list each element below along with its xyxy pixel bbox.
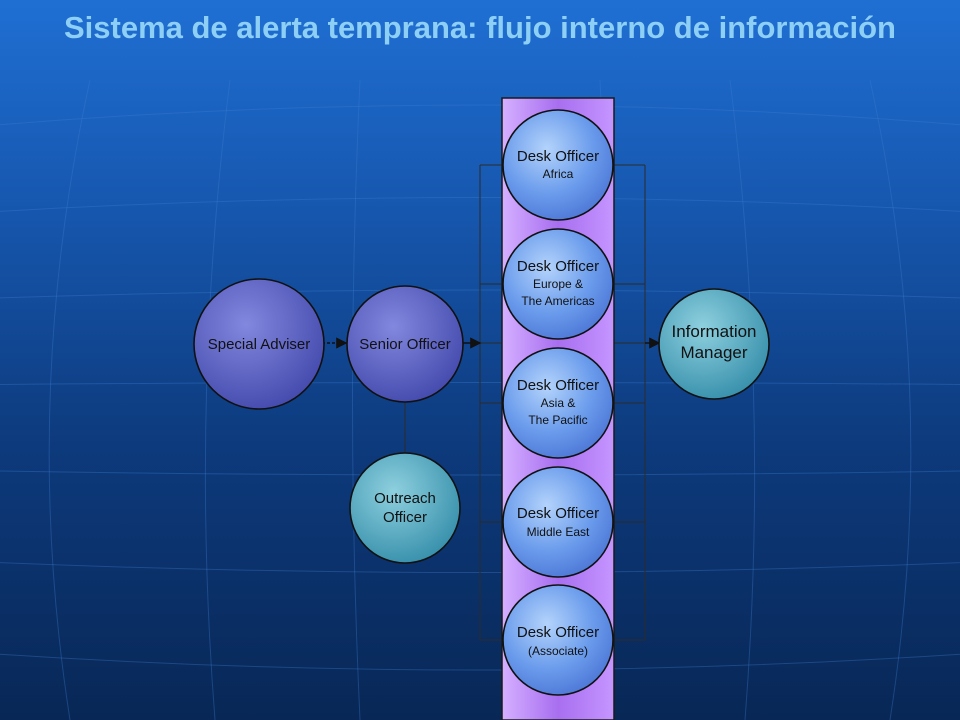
desk-officer-middle-east-node[interactable]: Desk Officer Middle East (502, 466, 614, 578)
desk-officer-region: Asia & (541, 396, 576, 410)
desk-officer-africa-node[interactable]: Desk Officer Africa (502, 109, 614, 221)
outreach-officer-node[interactable]: Outreach Officer (349, 452, 461, 564)
desk-officer-region-line2: The Pacific (528, 413, 587, 427)
desk-officer-title: Desk Officer (517, 148, 599, 165)
outreach-officer-label-line1: Outreach (374, 490, 436, 507)
information-manager-label-line1: Information (671, 322, 756, 341)
desk-officer-title: Desk Officer (517, 505, 599, 522)
desk-officer-region: Middle East (527, 525, 590, 539)
desk-officer-asia-pacific-node[interactable]: Desk Officer Asia & The Pacific (502, 347, 614, 459)
desk-officer-title: Desk Officer (517, 624, 599, 641)
special-adviser-label: Special Adviser (208, 336, 311, 353)
senior-officer-label: Senior Officer (359, 336, 450, 353)
information-manager-label-line2: Manager (680, 343, 747, 362)
information-manager-node[interactable]: Information Manager (658, 288, 770, 400)
slide-title: Sistema de alerta temprana: flujo intern… (63, 10, 896, 45)
desk-officer-region: Europe & (533, 277, 583, 291)
special-adviser-node[interactable]: Special Adviser (193, 278, 325, 410)
desk-officer-region: Africa (543, 167, 574, 181)
desk-officer-europe-americas-node[interactable]: Desk Officer Europe & The Americas (502, 228, 614, 340)
desk-officer-associate-node[interactable]: Desk Officer (Associate) (502, 584, 614, 696)
desk-officer-region: (Associate) (528, 644, 588, 658)
desk-officer-title: Desk Officer (517, 258, 599, 275)
desk-officer-title: Desk Officer (517, 377, 599, 394)
outreach-officer-label-line2: Officer (383, 509, 427, 526)
desk-officer-region-line2: The Americas (521, 294, 594, 308)
senior-officer-node[interactable]: Senior Officer (346, 285, 464, 403)
